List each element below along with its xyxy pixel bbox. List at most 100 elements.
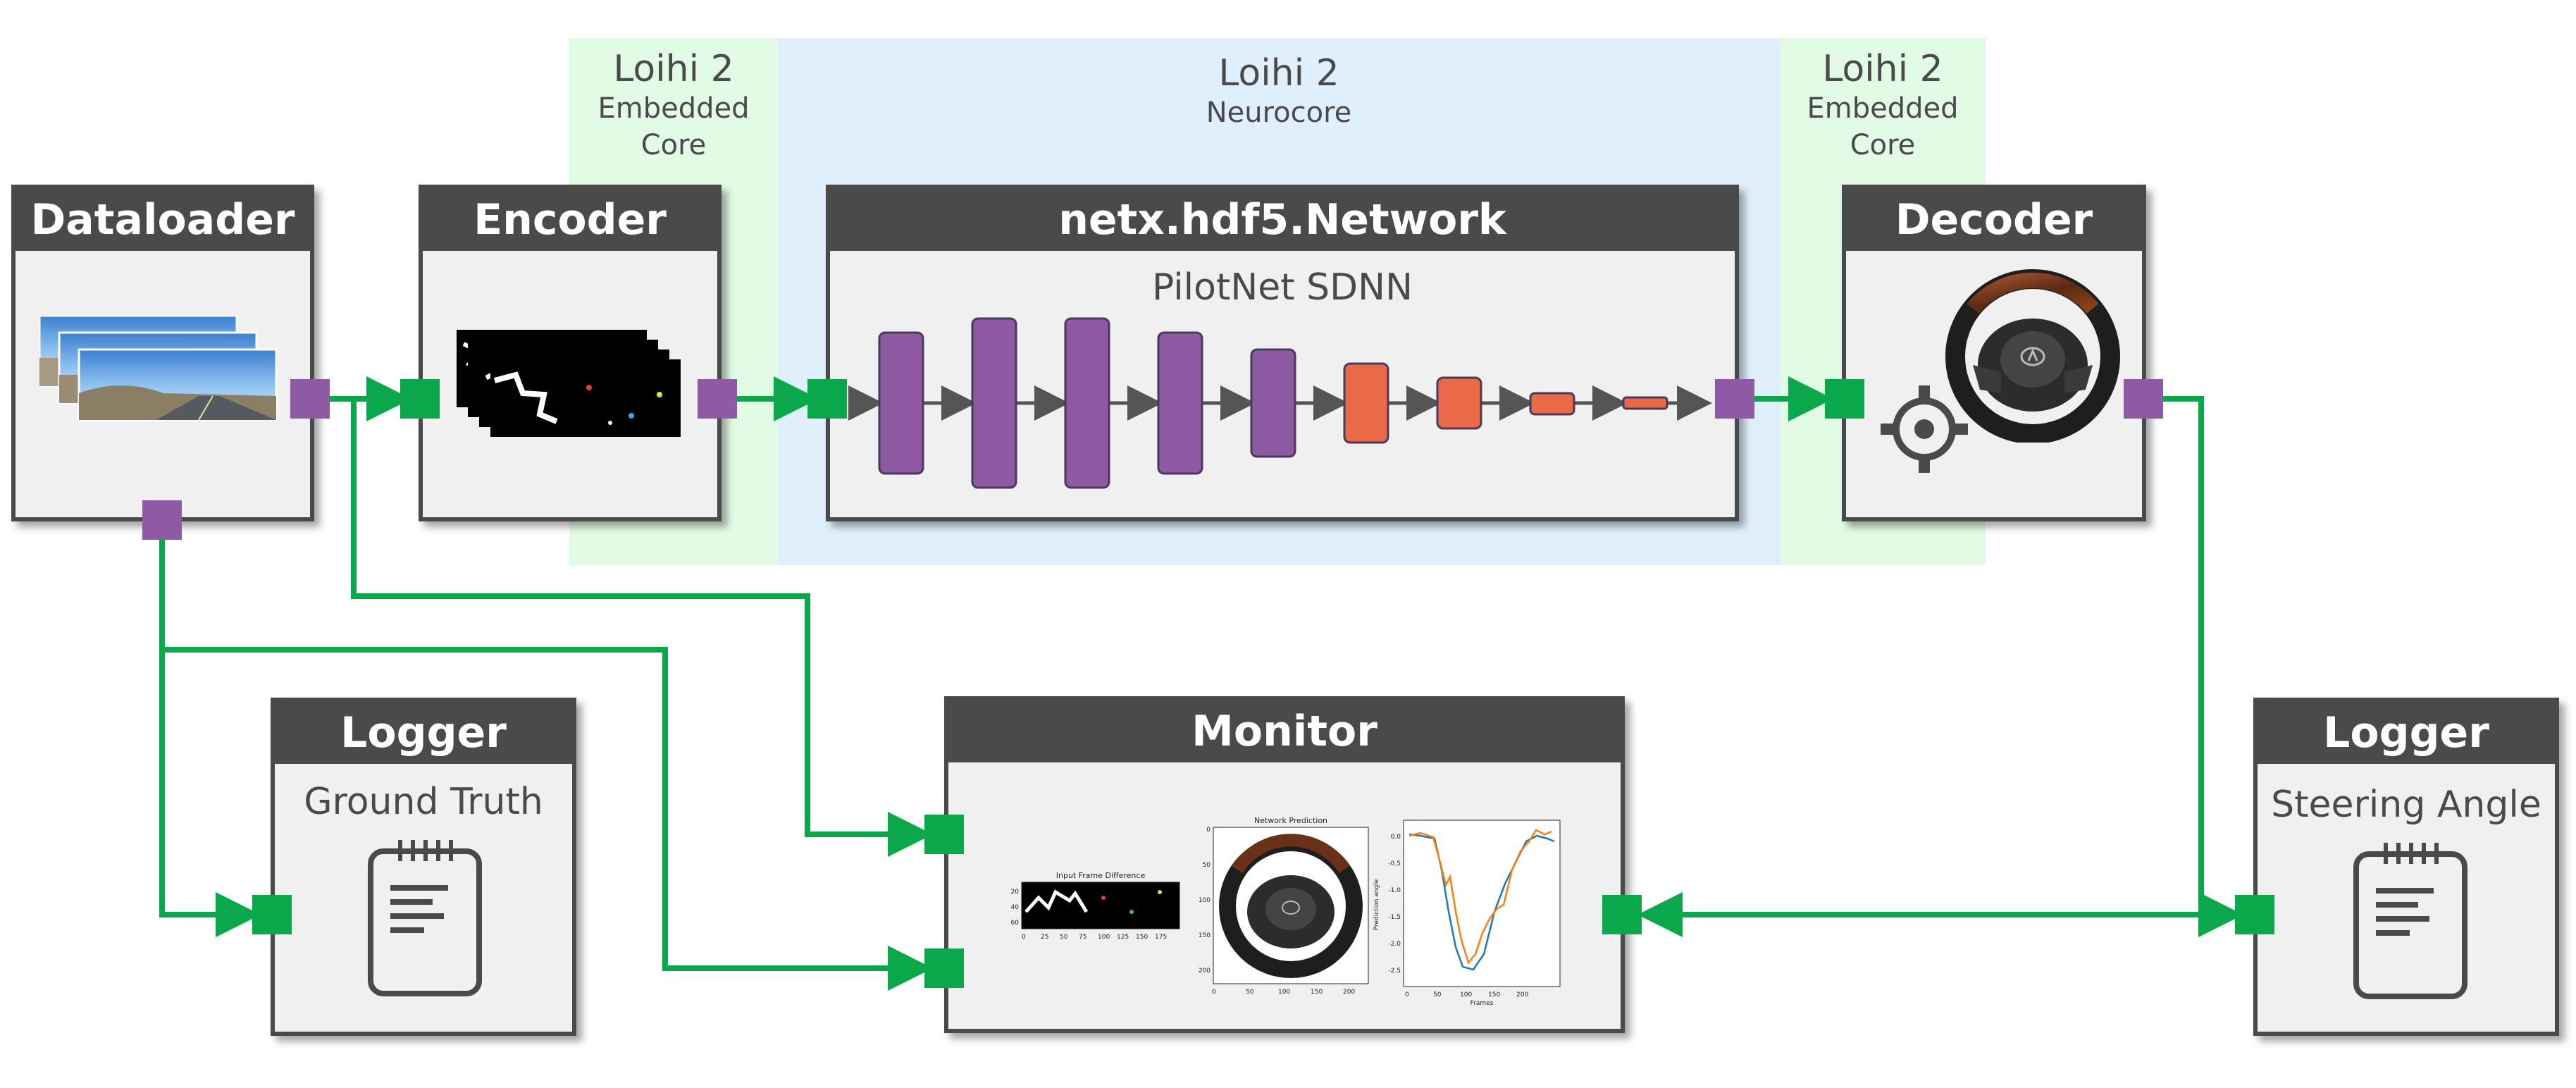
- svg-text:60: 60: [1011, 920, 1020, 927]
- svg-text:0: 0: [1206, 827, 1210, 834]
- svg-text:20: 20: [1011, 889, 1020, 896]
- encoder-title: Encoder: [423, 189, 717, 251]
- angle-yticks: 0.0 -0.5 -1.0 -1.5 -2.0 -2.5: [1388, 834, 1401, 975]
- svg-text:200: 200: [1199, 968, 1210, 975]
- wire-dataloader-monitor-top: [351, 399, 933, 857]
- gear-icon: [1881, 385, 1968, 473]
- prediction-xticks: 0 50 100 150 200: [1212, 989, 1355, 996]
- frame-diff-xticks: 0 25 50 75 100 125 150 175: [1022, 934, 1167, 941]
- logger-steering-angle-subtitle: Steering Angle: [2271, 784, 2541, 826]
- decoder-title: Decoder: [1846, 189, 2142, 251]
- zone-label-line3: Core: [1850, 129, 1916, 161]
- frame-diff-title: Input Frame Difference: [1056, 871, 1146, 880]
- svg-text:150: 150: [1488, 991, 1500, 999]
- svg-text:50: 50: [1060, 934, 1068, 941]
- prediction-title: Network Prediction: [1254, 816, 1327, 825]
- logger-ground-truth-subtitle: Ground Truth: [304, 781, 543, 823]
- logger-ground-truth-title: Logger: [275, 702, 572, 764]
- monitor-block: Monitor Input Frame Difference 0 25 50 7…: [944, 696, 1625, 1033]
- wire-dataloader-monitor-bottom: [162, 647, 933, 991]
- embedded-core-zone-left-label: Loihi 2 Embedded Core: [569, 48, 778, 163]
- layer-8: [1529, 392, 1575, 416]
- angle-xticks: 0 50 100 150 200: [1405, 991, 1528, 999]
- svg-text:0.0: 0.0: [1391, 834, 1401, 841]
- angle-xlabel: Frames: [1470, 1000, 1494, 1007]
- zone-label-line2: Embedded: [1807, 92, 1959, 125]
- encoder-in-port: [400, 379, 440, 419]
- layer-3: [1064, 317, 1110, 489]
- neurocore-zone-label: Loihi 2 Neurocore: [778, 52, 1780, 131]
- svg-text:-2.0: -2.0: [1388, 941, 1401, 948]
- dataloader-out-port-right: [290, 379, 330, 419]
- svg-text:150: 150: [1199, 932, 1210, 939]
- frame-diff-yticks: 20 40 60: [1011, 889, 1020, 927]
- monitor-title: Monitor: [948, 700, 1621, 762]
- logger-ground-truth-block: Logger Ground Truth: [271, 698, 576, 1036]
- logger-steering-angle-block: Logger Steering Angle: [2253, 698, 2559, 1036]
- zone-label-line2: Embedded: [597, 92, 750, 125]
- embedded-core-zone-right-label: Loihi 2 Embedded Core: [1780, 48, 1986, 163]
- svg-text:0: 0: [1212, 989, 1216, 996]
- network-subtitle: PilotNet SDNN: [1152, 266, 1413, 309]
- svg-text:-0.5: -0.5: [1388, 860, 1401, 867]
- angle-ylabel: Prediction angle: [1373, 879, 1380, 930]
- layer-6: [1343, 362, 1389, 444]
- zone-label-line1: Loihi 2: [1822, 48, 1943, 90]
- svg-text:50: 50: [1246, 989, 1254, 996]
- svg-text:200: 200: [1516, 991, 1528, 999]
- decoder-block: Decoder: [1842, 185, 2146, 521]
- layer-5: [1250, 348, 1296, 458]
- network-layers: [848, 317, 1712, 489]
- monitor-plots: Input Frame Difference 0 25 50 75 100 12…: [1011, 816, 1561, 1007]
- svg-text:100: 100: [1098, 934, 1110, 941]
- svg-text:125: 125: [1117, 934, 1129, 941]
- network-in-port: [807, 379, 847, 419]
- decoder-out-port: [2124, 379, 2163, 419]
- svg-text:40: 40: [1011, 904, 1020, 911]
- svg-text:100: 100: [1460, 991, 1472, 999]
- svg-text:200: 200: [1343, 989, 1355, 996]
- svg-text:-1.5: -1.5: [1388, 914, 1401, 921]
- monitor-in-port-right: [1602, 895, 1642, 934]
- spike-frames-icon: [457, 330, 681, 437]
- svg-text:-2.5: -2.5: [1388, 968, 1401, 975]
- network-title: netx.hdf5.Network: [830, 189, 1735, 251]
- svg-text:0: 0: [1022, 934, 1026, 941]
- zone-label-line3: Core: [640, 129, 707, 161]
- layer-1: [878, 331, 924, 475]
- network-block: netx.hdf5.Network PilotNet SDNN: [826, 185, 1739, 521]
- svg-text:100: 100: [1199, 897, 1210, 904]
- logger-ground-truth-in-port: [252, 895, 292, 934]
- road-images-icon: [39, 316, 278, 421]
- layer-4: [1157, 331, 1203, 475]
- svg-text:-1.0: -1.0: [1388, 887, 1401, 894]
- zone-label-line1: Loihi 2: [1218, 52, 1339, 94]
- layer-2: [971, 317, 1017, 489]
- svg-text:150: 150: [1311, 989, 1323, 996]
- logger-steering-angle-title: Logger: [2258, 702, 2555, 764]
- layer-9: [1622, 396, 1668, 410]
- svg-text:50: 50: [1203, 862, 1211, 869]
- wire-dataloader-logger: [159, 538, 261, 937]
- dataloader-title: Dataloader: [16, 189, 310, 251]
- prediction-yticks: 0 50 100 150 200: [1199, 827, 1210, 975]
- svg-text:100: 100: [1278, 989, 1290, 996]
- network-out-port: [1715, 379, 1754, 419]
- dataloader-out-port-bottom: [142, 500, 182, 540]
- svg-text:175: 175: [1155, 934, 1167, 941]
- steering-wheel-icon: [1945, 269, 2120, 443]
- zone-label-line2: Neurocore: [1206, 97, 1352, 129]
- zone-label-line1: Loihi 2: [613, 48, 734, 90]
- monitor-in-port-bottom: [924, 948, 964, 988]
- logger-steering-angle-in-port: [2235, 895, 2274, 934]
- monitor-in-port-top: [924, 815, 964, 854]
- svg-text:75: 75: [1079, 934, 1086, 941]
- svg-text:0: 0: [1405, 991, 1409, 999]
- svg-text:25: 25: [1041, 934, 1048, 941]
- svg-text:150: 150: [1136, 934, 1148, 941]
- wire-decoder-logger: [2163, 396, 2243, 937]
- encoder-block: Encoder: [419, 185, 722, 521]
- dataloader-block: Dataloader: [11, 185, 314, 521]
